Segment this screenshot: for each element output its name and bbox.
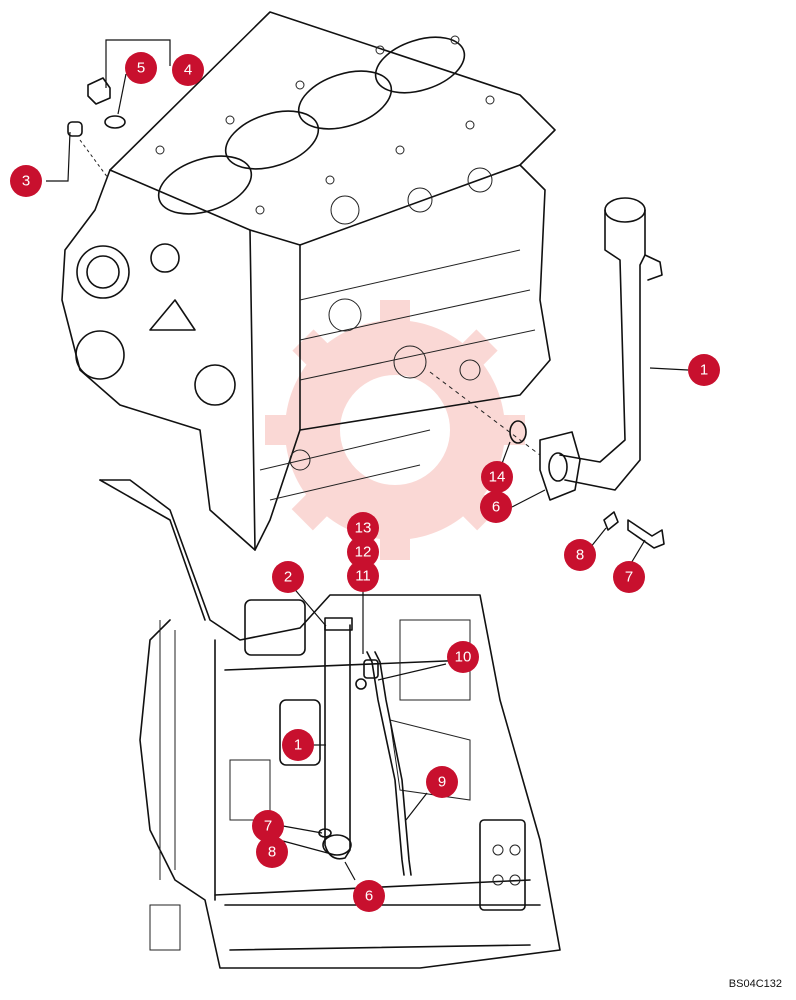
callout-5-label: 5 [137,60,145,77]
callout-14-label: 14 [489,469,506,486]
callout-6-lower-circle [353,880,385,912]
callout-8-lower-circle [256,836,288,868]
callout-3-circle [10,165,42,197]
lower-engine-illustration [99,479,561,969]
callout-11-circle [347,560,379,592]
callout-8-lower-label: 8 [268,844,276,861]
callout-2-circle [272,561,304,593]
callout-1-lower-label: 1 [294,737,302,754]
callout-11-label: 11 [355,568,371,585]
callout-1-upper: 1 [688,354,720,386]
callout-1-upper-label: 1 [700,362,708,379]
callout-6-lower: 6 [353,880,385,912]
callout-10: 10 [447,641,479,673]
callout-6-upper-circle [480,491,512,523]
callout-1-lower-circle [282,729,314,761]
callout-13: 13 [347,512,379,544]
callout-3: 3 [10,165,42,197]
callout-2-label: 2 [284,569,292,586]
callout-6-lower-label: 6 [365,888,373,905]
callout-9-label: 9 [438,774,446,791]
callout-11: 11 [347,560,379,592]
callout-12-label: 12 [355,544,372,561]
callout-12-circle [347,536,379,568]
callout-9-circle [426,766,458,798]
callout-1-upper-circle [688,354,720,386]
engine-block-illustration [61,11,556,551]
callout-4-circle [172,54,204,86]
callout-8-upper-circle [564,539,596,571]
callout-13-circle [347,512,379,544]
callout-1-lower: 1 [282,729,314,761]
callout-8-lower: 8 [256,836,288,868]
callout-10-circle [447,641,479,673]
callout-14: 14 [481,461,513,493]
callout-5-circle [125,52,157,84]
callout-3-label: 3 [22,173,30,190]
callout-10-label: 10 [455,649,472,666]
callout-6-upper: 6 [480,491,512,523]
callout-9: 9 [426,766,458,798]
plug-parts-illustration [67,77,126,179]
callout-4-label: 4 [184,62,192,79]
callout-14-circle [481,461,513,493]
callout-4: 4 [172,54,204,86]
callout-7-lower-circle [252,810,284,842]
callout-5: 5 [125,52,157,84]
callout-7-upper: 7 [613,561,645,593]
callout-7-lower-label: 7 [264,818,272,835]
document-code: BS04C132 [728,978,782,990]
callout-8-upper: 8 [564,539,596,571]
filler-tube-illustration [429,197,665,549]
watermark-gear-icon [265,300,525,560]
callout-8-upper-label: 8 [576,547,584,564]
callout-7-upper-label: 7 [625,569,633,586]
callout-6-upper-label: 6 [492,499,500,516]
callout-13-label: 13 [355,520,372,537]
callout-12: 12 [347,536,379,568]
callout-7-lower: 7 [252,810,284,842]
callout-7-upper-circle [613,561,645,593]
callout-markers: 5 4 3 1 14 6 8 7 13 12 11 2 10 1 9 7 8 6 [10,52,720,912]
callout-2: 2 [272,561,304,593]
